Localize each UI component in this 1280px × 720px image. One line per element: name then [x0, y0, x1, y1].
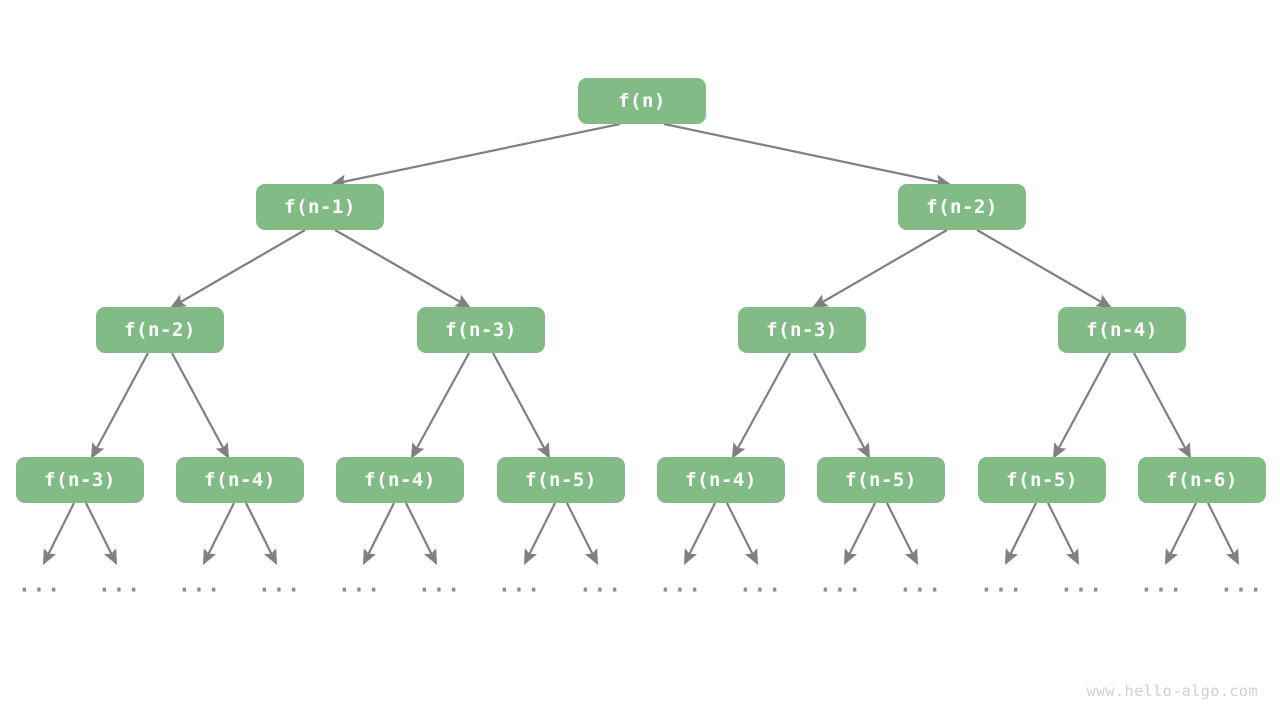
- tree-node-label: f(n-2): [926, 196, 998, 218]
- ellipsis-12: ...: [980, 572, 1024, 597]
- edge-arrow: [813, 352, 871, 459]
- tree-node-label: f(n-4): [364, 469, 436, 491]
- tree-node-label: f(n-1): [284, 196, 356, 218]
- tree-node-c[interactable]: f(n-3): [738, 307, 866, 353]
- tree-node-b[interactable]: f(n-3): [417, 307, 545, 353]
- edge-arrow: [492, 352, 551, 459]
- edge-arrow: [171, 352, 230, 459]
- ellipsis-13: ...: [1060, 572, 1104, 597]
- tree-node-label: f(n-2): [124, 319, 196, 341]
- tree-node-label: f(n-3): [766, 319, 838, 341]
- edge-arrow: [731, 352, 791, 459]
- ellipsis-10: ...: [819, 572, 863, 597]
- ellipsis-0: ...: [18, 572, 62, 597]
- edge-arrow: [90, 352, 149, 459]
- edge-arrow: [245, 502, 277, 565]
- edge-arrow: [812, 229, 948, 309]
- tree-node-d1[interactable]: f(n-5): [978, 457, 1106, 503]
- ellipsis-3: ...: [258, 572, 302, 597]
- edge-arrow: [1047, 502, 1079, 565]
- ellipsis-8: ...: [659, 572, 703, 597]
- tree-node-r1[interactable]: f(n-2): [898, 184, 1026, 230]
- ellipsis-1: ...: [98, 572, 142, 597]
- ellipsis-6: ...: [498, 572, 542, 597]
- edge-arrow: [1133, 352, 1192, 459]
- edge-arrow: [405, 502, 437, 565]
- tree-node-label: f(n-3): [44, 469, 116, 491]
- tree-node-r[interactable]: f(n): [578, 78, 706, 124]
- edge-arrow: [85, 502, 117, 565]
- edge-arrow: [170, 229, 306, 309]
- edge-arrow: [663, 122, 952, 188]
- edge-arrow: [203, 502, 235, 565]
- edge-arrow: [976, 229, 1112, 309]
- ellipsis-4: ...: [338, 572, 382, 597]
- edge-arrow: [566, 502, 598, 565]
- edge-arrow: [1165, 502, 1197, 565]
- tree-node-label: f(n-4): [1086, 319, 1158, 341]
- edge-arrow: [1005, 502, 1037, 565]
- tree-node-c2[interactable]: f(n-5): [817, 457, 945, 503]
- tree-node-a2[interactable]: f(n-4): [176, 457, 304, 503]
- tree-node-label: f(n-6): [1166, 469, 1238, 491]
- watermark: www.hello-algo.com: [1086, 682, 1258, 700]
- tree-node-c1[interactable]: f(n-4): [657, 457, 785, 503]
- tree-node-d[interactable]: f(n-4): [1058, 307, 1186, 353]
- tree-node-label: f(n-3): [445, 319, 517, 341]
- tree-node-d2[interactable]: f(n-6): [1138, 457, 1266, 503]
- tree-node-label: f(n): [618, 90, 666, 112]
- tree-node-a[interactable]: f(n-2): [96, 307, 224, 353]
- edge-arrow: [330, 122, 621, 188]
- tree-node-label: f(n-4): [685, 469, 757, 491]
- edge-arrow: [1052, 352, 1111, 459]
- ellipsis-15: ...: [1220, 572, 1264, 597]
- edge-arrow: [410, 352, 470, 459]
- ellipsis-14: ...: [1140, 572, 1184, 597]
- tree-node-label: f(n-4): [204, 469, 276, 491]
- tree-node-a1[interactable]: f(n-3): [16, 457, 144, 503]
- edge-arrow: [43, 502, 75, 565]
- edge-arrow: [1207, 502, 1239, 565]
- ellipsis-11: ...: [899, 572, 943, 597]
- ellipsis-7: ...: [579, 572, 623, 597]
- tree-node-label: f(n-5): [845, 469, 917, 491]
- ellipsis-2: ...: [178, 572, 222, 597]
- edge-arrow: [886, 502, 918, 565]
- edge-arrow: [334, 229, 471, 309]
- ellipsis-5: ...: [418, 572, 462, 597]
- tree-node-label: f(n-5): [525, 469, 597, 491]
- edge-arrow: [524, 502, 556, 565]
- edge-arrow: [844, 502, 876, 565]
- tree-node-l1[interactable]: f(n-1): [256, 184, 384, 230]
- tree-node-b2[interactable]: f(n-5): [497, 457, 625, 503]
- edge-arrow: [726, 502, 758, 565]
- tree-node-b1[interactable]: f(n-4): [336, 457, 464, 503]
- edge-arrow: [363, 502, 395, 565]
- ellipsis-9: ...: [739, 572, 783, 597]
- tree-node-label: f(n-5): [1006, 469, 1078, 491]
- edge-arrow: [684, 502, 716, 565]
